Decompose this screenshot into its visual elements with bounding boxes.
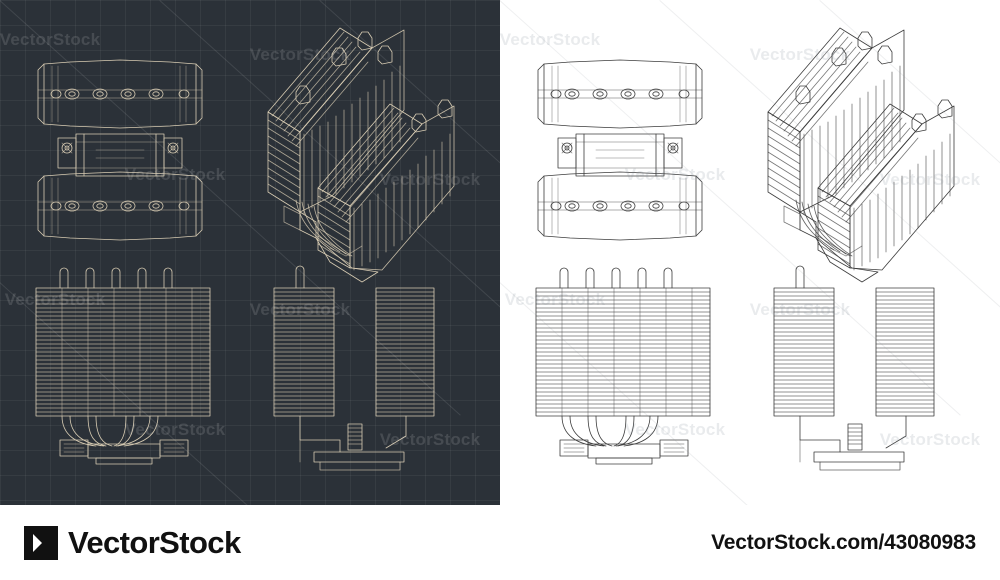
dark-drawings: [0, 0, 500, 505]
vectorstock-logo[interactable]: VectorStock: [24, 525, 241, 561]
dark-top-view: [37, 59, 203, 241]
footer-bar: VectorStock VectorStock.com/43080983: [0, 505, 1000, 580]
light-drawings: [500, 0, 1000, 505]
blueprint-light-panel: VectorStock VectorStock VectorStock Vect…: [500, 0, 1000, 505]
logo-text: VectorStock: [68, 524, 241, 560]
dark-front-view: [35, 267, 211, 465]
light-front-view: [535, 267, 711, 465]
play-triangle-icon: [24, 525, 58, 560]
dark-isometric-view: [267, 27, 455, 283]
stock-id-text: VectorStock.com/43080983: [711, 530, 976, 554]
grid-overlay: [0, 0, 500, 505]
dark-side-view: [273, 265, 435, 471]
blueprint-dark-panel: VectorStock VectorStock VectorStock Vect…: [0, 0, 500, 505]
light-isometric-view: [767, 27, 955, 283]
light-side-view: [773, 265, 935, 471]
light-top-view: [537, 59, 703, 241]
